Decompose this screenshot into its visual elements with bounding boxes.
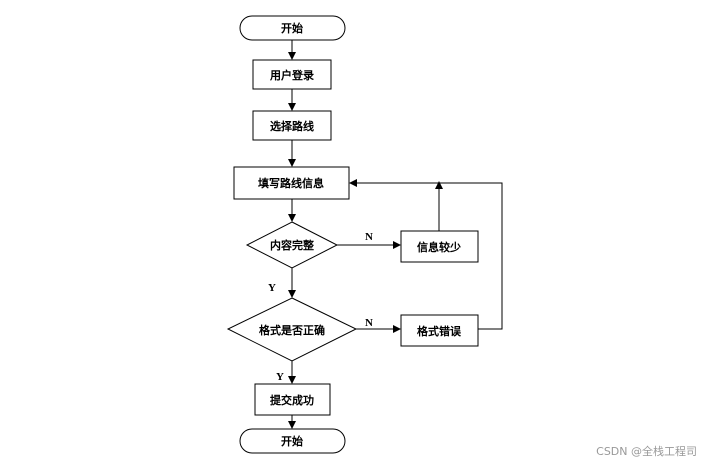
submit-success-label: 提交成功	[270, 393, 314, 407]
edge-label-complete-yes: Y	[268, 282, 276, 294]
info-less-process: 信息较少	[400, 230, 479, 263]
content-complete-decision: 内容完整	[245, 221, 339, 269]
edge-label-format-no: N	[365, 317, 373, 329]
choose-route-process: 选择路线	[252, 110, 332, 141]
login-process: 用户登录	[252, 59, 332, 90]
submit-success-process: 提交成功	[254, 383, 331, 416]
end-terminal: 开始	[239, 428, 346, 454]
end-label: 开始	[281, 434, 303, 448]
format-correct-label: 格式是否正确	[259, 323, 325, 337]
watermark: CSDN @全栈工程司	[596, 444, 697, 458]
info-less-label: 信息较少	[417, 240, 461, 254]
fill-info-process: 填写路线信息	[233, 166, 350, 200]
choose-route-label: 选择路线	[270, 119, 314, 133]
format-error-process: 格式错误	[400, 314, 479, 347]
edge-label-format-yes: Y	[276, 371, 284, 383]
start-label: 开始	[281, 21, 303, 35]
arrow-formaterror-back	[349, 179, 503, 330]
fill-info-label: 填写路线信息	[258, 176, 324, 190]
content-complete-label: 内容完整	[270, 238, 314, 252]
start-terminal: 开始	[239, 15, 346, 41]
format-error-label: 格式错误	[417, 324, 462, 338]
format-correct-decision: 格式是否正确	[226, 297, 358, 362]
edge-label-complete-no: N	[365, 231, 373, 243]
login-label: 用户登录	[270, 68, 314, 82]
